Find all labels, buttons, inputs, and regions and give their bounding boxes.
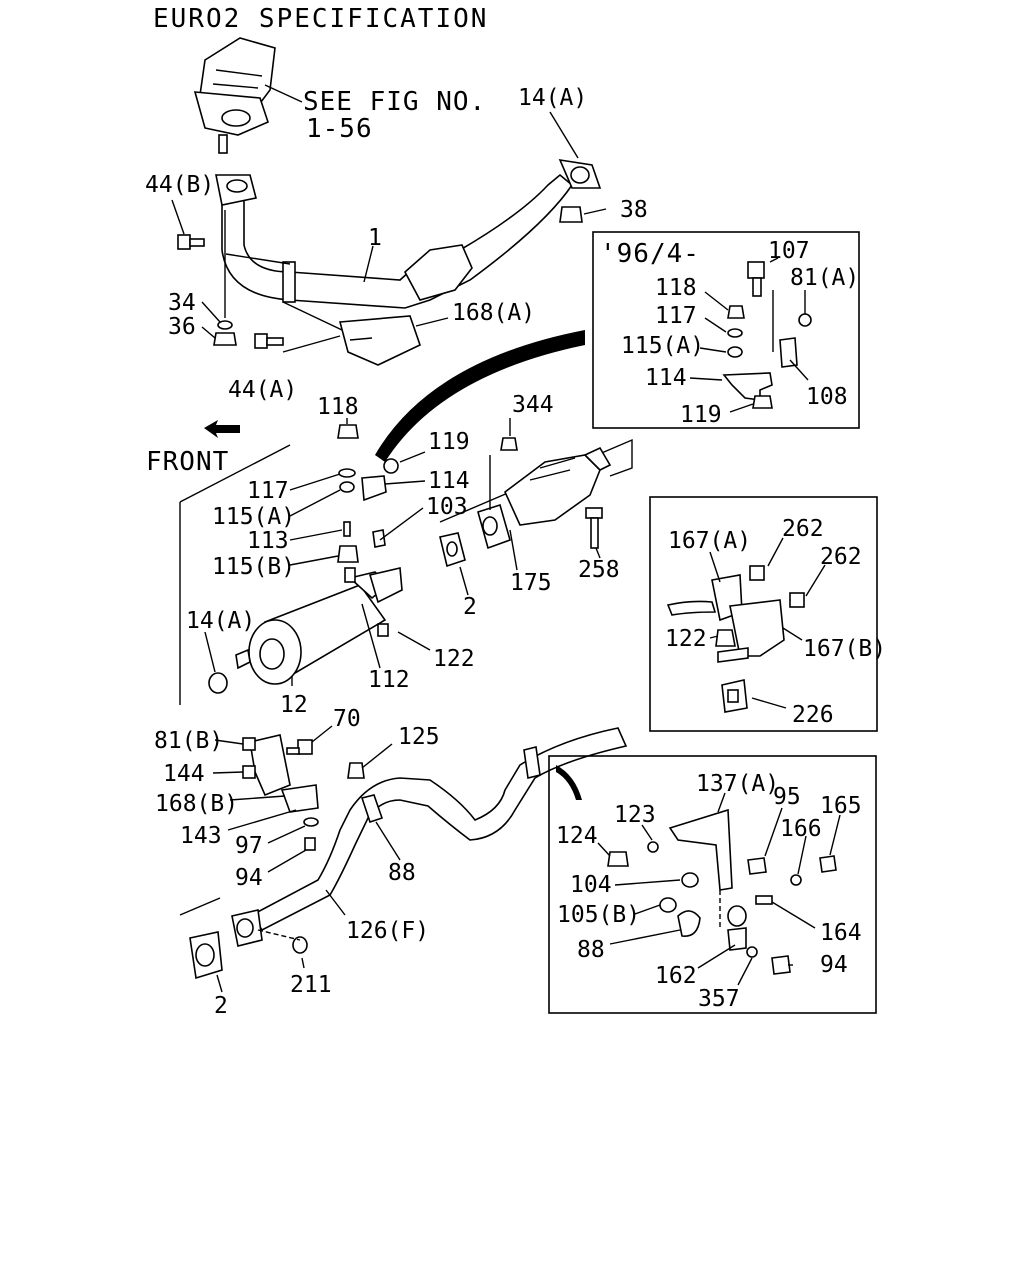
bolt-44a bbox=[254, 333, 284, 349]
inset96-callout-119: 119 bbox=[680, 402, 722, 428]
inset-callout-88: 88 bbox=[577, 937, 605, 963]
callout-117: 117 bbox=[247, 478, 289, 504]
gasket-2-mid bbox=[439, 532, 466, 568]
callout-344: 344 bbox=[512, 392, 554, 418]
inset96-callout-108: 108 bbox=[806, 384, 848, 410]
bolt-44b bbox=[177, 234, 205, 250]
hanger-bracket-bottom-left bbox=[242, 734, 365, 954]
callout-119: 119 bbox=[428, 429, 470, 455]
gasket-2-bottom bbox=[189, 931, 223, 980]
inset-pointer-arrow bbox=[375, 330, 585, 462]
diagram-title: EURO2 SPECIFICATION bbox=[153, 4, 488, 34]
inset-callout-104: 104 bbox=[570, 872, 612, 898]
inset-96-parts bbox=[722, 261, 812, 409]
gasket-14a-mid bbox=[208, 672, 228, 694]
callout-118: 118 bbox=[317, 394, 359, 420]
callout-81b: 81(B) bbox=[154, 728, 223, 754]
callout-114: 114 bbox=[428, 468, 470, 494]
inset-hanger-box bbox=[649, 496, 878, 732]
callout-112: 112 bbox=[368, 667, 410, 693]
callout-115b: 115(B) bbox=[212, 554, 295, 580]
inset-callout-166: 166 bbox=[780, 816, 822, 842]
inset-callout-167b: 167(B) bbox=[803, 636, 886, 662]
inset-callout-262b: 262 bbox=[820, 544, 862, 570]
callout-168b: 168(B) bbox=[155, 791, 238, 817]
inset-callout-137a: 137(A) bbox=[696, 771, 779, 797]
callout-143: 143 bbox=[180, 823, 222, 849]
inset96-callout-115a: 115(A) bbox=[621, 333, 704, 359]
see-fig-text: SEE FIG NO. bbox=[303, 87, 486, 117]
washer-34 bbox=[217, 320, 233, 330]
inset-callout-124: 124 bbox=[556, 823, 598, 849]
inset-callout-167a: 167(A) bbox=[668, 528, 751, 554]
callout-97: 97 bbox=[235, 833, 263, 859]
callout-125: 125 bbox=[398, 724, 440, 750]
callout-12: 12 bbox=[280, 692, 308, 718]
inset-callout-94: 94 bbox=[820, 952, 848, 978]
callout-175: 175 bbox=[510, 570, 552, 596]
inset-callout-262a: 262 bbox=[782, 516, 824, 542]
see-fig-number: 1-56 bbox=[306, 114, 373, 144]
nut-344 bbox=[500, 437, 518, 451]
catalytic-converter-175 bbox=[477, 446, 612, 550]
callout-122: 122 bbox=[433, 646, 475, 672]
callout-38: 38 bbox=[620, 197, 648, 223]
bracket-168a bbox=[338, 315, 421, 366]
inset-callout-122: 122 bbox=[665, 626, 707, 652]
callout-44b: 44(B) bbox=[145, 172, 214, 198]
tail-pipe-126f bbox=[231, 727, 628, 947]
inset96-callout-107: 107 bbox=[768, 238, 810, 264]
nut-36 bbox=[213, 332, 237, 346]
callout-258: 258 bbox=[578, 557, 620, 583]
callout-2-bottom: 2 bbox=[214, 993, 228, 1019]
inset-callout-165: 165 bbox=[820, 793, 862, 819]
inset-tail-bracket-box bbox=[548, 755, 877, 1014]
nut-38 bbox=[559, 206, 583, 223]
inset96-callout-114: 114 bbox=[645, 365, 687, 391]
callout-1: 1 bbox=[368, 225, 382, 251]
inset-callout-164: 164 bbox=[820, 920, 862, 946]
inset96-callout-81a: 81(A) bbox=[790, 265, 859, 291]
callout-36: 36 bbox=[168, 314, 196, 340]
bolt-258 bbox=[585, 507, 603, 549]
inset-callout-95: 95 bbox=[773, 784, 801, 810]
inset-callout-226: 226 bbox=[792, 702, 834, 728]
hanger-stack bbox=[337, 424, 399, 563]
callout-94: 94 bbox=[235, 865, 263, 891]
inset-96-4-label: '96/4- bbox=[600, 239, 700, 269]
callout-88: 88 bbox=[388, 860, 416, 886]
exhaust-manifold-reference bbox=[193, 37, 276, 154]
inset-callout-162: 162 bbox=[655, 963, 697, 989]
inset-callout-123: 123 bbox=[614, 802, 656, 828]
inset-tail-bracket-parts bbox=[607, 808, 837, 975]
front-label: FRONT bbox=[146, 447, 229, 477]
callout-115a: 115(A) bbox=[212, 504, 295, 530]
pointer-arrow-bottom bbox=[556, 765, 582, 800]
callout-14a-mid: 14(A) bbox=[186, 608, 255, 634]
callout-113: 113 bbox=[247, 528, 289, 554]
callout-168a: 168(A) bbox=[452, 300, 535, 326]
inset96-callout-117: 117 bbox=[655, 303, 697, 329]
callout-126f: 126(F) bbox=[346, 918, 429, 944]
clamp-88 bbox=[360, 746, 541, 824]
callout-2-mid: 2 bbox=[463, 594, 477, 620]
inset-callout-105b: 105(B) bbox=[557, 902, 640, 928]
callout-44a: 44(A) bbox=[228, 377, 297, 403]
callout-14a-top: 14(A) bbox=[518, 85, 587, 111]
front-direction-arrow-icon bbox=[204, 420, 240, 438]
callout-70: 70 bbox=[333, 706, 361, 732]
inset-96-4-box bbox=[592, 231, 860, 429]
callout-211: 211 bbox=[290, 972, 332, 998]
inset-hanger-parts bbox=[666, 565, 805, 713]
muffler-12 bbox=[235, 567, 403, 685]
inset-callout-357: 357 bbox=[698, 986, 740, 1012]
callout-34: 34 bbox=[168, 290, 196, 316]
inset96-callout-118: 118 bbox=[655, 275, 697, 301]
callout-144: 144 bbox=[163, 761, 205, 787]
callout-103: 103 bbox=[426, 494, 468, 520]
front-pipe-assembly bbox=[215, 158, 602, 309]
